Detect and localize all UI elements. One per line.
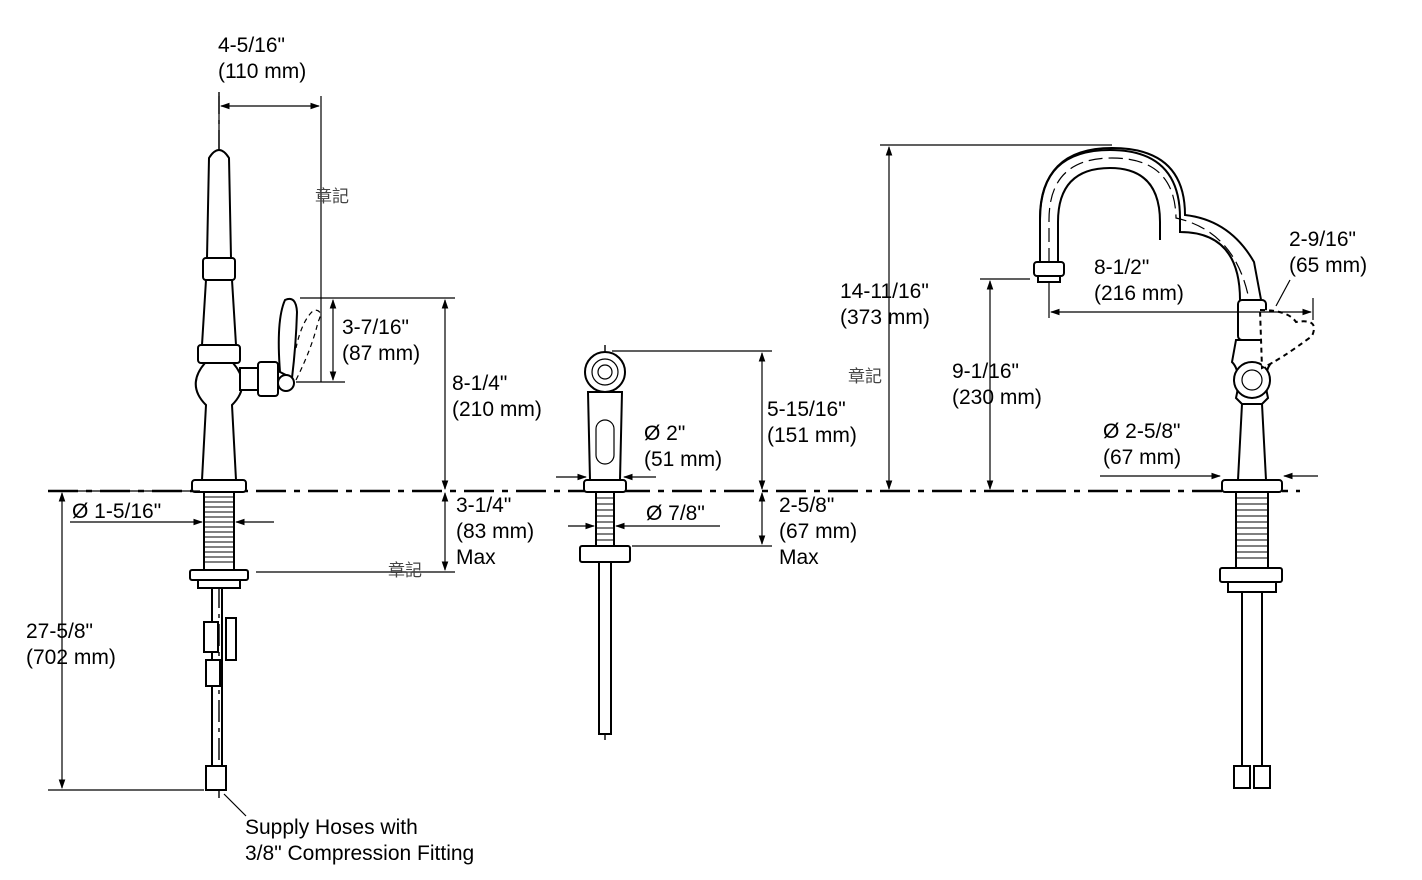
- handle-height-mm: (87 mm): [342, 342, 420, 365]
- spray-deck-in: 2-5/8": [779, 494, 834, 517]
- deck-thickness-max: Max: [456, 546, 496, 569]
- spray-diameter-in: Ø 2": [644, 422, 685, 445]
- shank-diameter: Ø 1-5/16": [72, 500, 161, 523]
- pulldown-height-in: 8-1/4": [452, 372, 507, 395]
- spray-deck-max: Max: [779, 546, 819, 569]
- handle-offset-mm: (65 mm): [1289, 254, 1367, 277]
- overall-length-in: 27-5/8": [26, 620, 93, 643]
- gooseneck-reach-in: 8-1/2": [1094, 256, 1149, 279]
- handle-height-in: 3-7/16": [342, 316, 409, 339]
- deck-thickness-in: 3-1/4": [456, 494, 511, 517]
- spout-clearance-mm: (230 mm): [952, 386, 1042, 409]
- gooseneck-height-mm: (373 mm): [840, 306, 930, 329]
- gooseneck-reach-mm: (216 mm): [1094, 282, 1184, 305]
- hose-note-line2: 3/8" Compression Fitting: [245, 842, 474, 865]
- gooseneck-height-in: 14-11/16": [840, 280, 929, 303]
- gooseneck-faucet-front-view: [1033, 146, 1315, 789]
- shank-threads: [204, 496, 234, 563]
- watermark-3: 章記: [848, 367, 882, 387]
- handle-offset-in: 2-9/16": [1289, 228, 1356, 251]
- spout-reach-in: 4-5/16": [218, 34, 285, 57]
- spray-diameter-mm: (51 mm): [644, 448, 722, 471]
- spray-height-in: 5-15/16": [767, 398, 846, 421]
- spout-reach-mm: (110 mm): [218, 60, 306, 83]
- hose-note-line1: Supply Hoses with: [245, 816, 418, 839]
- deck-thickness-mm: (83 mm): [456, 520, 534, 543]
- spout-clearance-in: 9-1/16": [952, 360, 1019, 383]
- spray-deck-mm: (67 mm): [779, 520, 857, 543]
- pulldown-faucet-side-view: [189, 92, 321, 800]
- pulldown-height-mm: (210 mm): [452, 398, 542, 421]
- spray-height-mm: (151 mm): [767, 424, 857, 447]
- base-diameter-in: Ø 2-5/8": [1103, 420, 1181, 443]
- spray-shank-diameter: Ø 7/8": [646, 502, 705, 525]
- watermark-1: 章記: [315, 187, 349, 207]
- watermark-2: 章記: [388, 561, 422, 581]
- base-diameter-mm: (67 mm): [1103, 446, 1181, 469]
- overall-length-mm: (702 mm): [26, 646, 116, 669]
- side-spray: [579, 345, 631, 740]
